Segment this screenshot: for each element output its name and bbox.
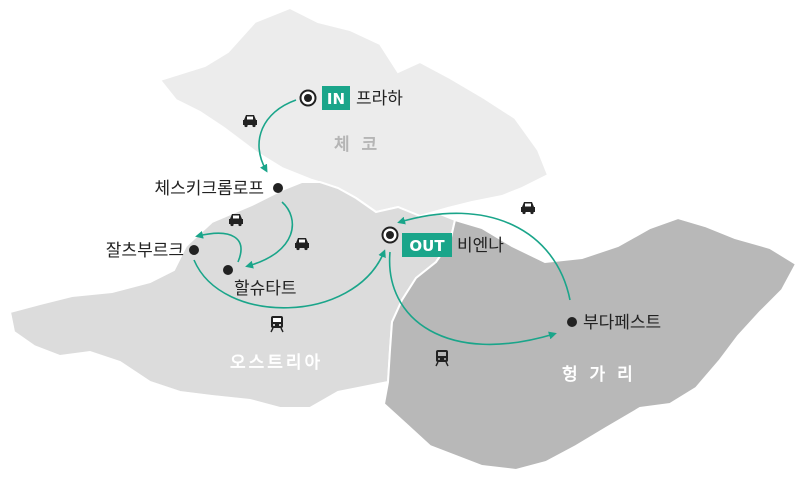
city-label-budapest: 부다페스트 xyxy=(583,313,661,333)
in-badge xyxy=(322,86,350,110)
car-icon xyxy=(521,202,535,215)
city-label-prague: 프라하 xyxy=(356,89,403,109)
city-dot xyxy=(273,183,283,193)
country-label-hungary: 헝 가 리 xyxy=(562,364,636,385)
train-icon xyxy=(270,316,284,333)
route-hallstatt-salzburg xyxy=(195,230,242,263)
train-icon xyxy=(435,350,449,367)
out-badge xyxy=(402,233,452,257)
car-icon xyxy=(295,238,309,251)
city-label-salzburg: 잘츠부르크 xyxy=(106,241,184,261)
car-icon xyxy=(243,115,257,128)
city-cesky-krumlov: 체스키크롬로프 xyxy=(155,179,283,199)
route-vienna-budapest xyxy=(388,251,557,346)
city-label-cesky-krumlov: 체스키크롬로프 xyxy=(155,179,264,199)
city-label-hallstatt: 할슈타트 xyxy=(234,279,297,299)
country-label-austria: 오스트리아 xyxy=(230,353,323,373)
city-hallstatt: 할슈타트 xyxy=(223,265,297,299)
city-salzburg: 잘츠부르크 xyxy=(106,241,199,261)
city-vienna: OUT 비엔나 xyxy=(381,226,504,257)
hungary-shape xyxy=(382,216,798,472)
city-dot xyxy=(223,265,233,275)
route-budapest-vienna xyxy=(397,212,571,301)
route-prague-ceskykrumlov xyxy=(258,99,297,173)
city-label-vienna: 비엔나 xyxy=(457,236,504,256)
czech-shape xyxy=(158,6,550,218)
city-dot xyxy=(567,317,577,327)
out-badge-label: OUT xyxy=(409,237,445,255)
route-ceskykrumlov-hallstatt xyxy=(245,201,294,269)
city-prague: IN 프라하 xyxy=(299,86,403,110)
in-badge-label: IN xyxy=(327,90,345,108)
city-budapest: 부다페스트 xyxy=(567,313,661,333)
route-salzburg-vienna xyxy=(193,249,386,309)
car-icon xyxy=(229,214,243,227)
city-dot xyxy=(189,245,199,255)
country-label-czech: 체 코 xyxy=(334,135,380,155)
